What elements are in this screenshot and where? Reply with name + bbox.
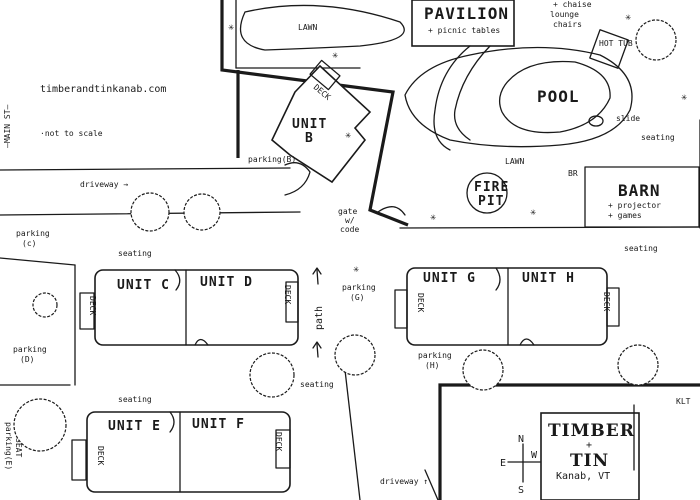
svg-text:✳: ✳ — [430, 212, 436, 223]
hot-tub-label-1: HOT TUB — [599, 39, 633, 48]
lawn-top-area — [239, 4, 405, 51]
unit-h-deck-label: DECK — [602, 292, 611, 311]
unit-e-label: UNIT E — [108, 419, 161, 434]
gate-label-2: w/ — [345, 216, 355, 225]
parking-g-label-2: (G) — [350, 293, 364, 302]
unit-c-deck-label: DECK — [88, 296, 97, 315]
gate-label-1: gate — [338, 207, 357, 216]
svg-text:✳: ✳ — [228, 22, 234, 33]
parking-e-label: parking(E) — [4, 422, 13, 470]
chaise-note-3: chairs — [553, 20, 582, 29]
pool-water — [498, 60, 611, 134]
seat-fragment: SEAT — [14, 438, 23, 457]
driveway-bottom-label: driveway ↑ — [380, 477, 428, 486]
compass-w: W — [531, 450, 538, 461]
unit-e-deck-label: DECK — [96, 446, 105, 465]
shrubs: ✳ ✳ ✳ ✳ ✳ ✳ ✳ ✳ — [228, 12, 687, 275]
seating-label-3: seating — [300, 380, 334, 389]
unit-g-deck — [394, 289, 408, 329]
compass-n: N — [518, 434, 524, 445]
unit-d-deck — [285, 281, 299, 323]
unit-d-label: UNIT D — [200, 275, 253, 290]
unit-h-deck — [606, 287, 620, 327]
barn-building — [584, 166, 700, 228]
parking-g-label-1: parking — [342, 283, 376, 292]
parking-b-label: parking(B) — [248, 155, 296, 164]
fire-pit — [466, 172, 508, 214]
scale-note: ·not to scale — [40, 129, 103, 138]
svg-text:✳: ✳ — [332, 50, 338, 61]
compass-rose: N S E W — [500, 434, 541, 496]
unit-d-deck-label: DECK — [283, 285, 292, 304]
svg-text:✳: ✳ — [681, 92, 687, 103]
compass-e: E — [500, 458, 506, 469]
seating-label-2: seating — [118, 395, 152, 404]
seating-label-1: seating — [118, 249, 152, 258]
unit-g-label: UNIT G — [423, 271, 476, 286]
parking-h-label-1: parking — [418, 351, 452, 360]
lawn-top-label: LAWN — [298, 23, 317, 32]
unit-c-deck — [79, 292, 95, 330]
fire-pit-label-2: PIT — [478, 194, 504, 209]
pavilion-building — [411, 0, 515, 47]
unit-e-deck — [71, 439, 87, 481]
unit-b-label-1: UNIT — [292, 117, 327, 132]
property-boundary — [220, 0, 700, 500]
pavilion-label: PAVILION — [424, 4, 509, 23]
parking-d-label-1: parking — [13, 345, 47, 354]
svg-text:✳: ✳ — [345, 130, 351, 141]
barn-note-2: + games — [608, 211, 642, 220]
unit-f-deck — [275, 429, 291, 469]
unit-c-label: UNIT C — [117, 278, 170, 293]
barn-abbr: BR — [568, 169, 578, 178]
hot-tub — [589, 29, 629, 69]
street-label: —MAIN ST— — [3, 104, 12, 148]
unit-g-deck-label: DECK — [416, 293, 425, 312]
pool-label: POOL — [537, 87, 580, 106]
brand-location: Kanab, VT — [556, 471, 610, 482]
chaise-note-1: + chaise — [553, 0, 592, 9]
pool-deck-outline — [404, 46, 633, 148]
fire-pit-label-1: FIRE — [474, 180, 509, 195]
gate-label-3: code — [340, 225, 359, 234]
lawn-mid-label: LAWN — [505, 157, 524, 166]
compass-s: S — [518, 485, 524, 496]
brand-title-plus: + — [586, 440, 592, 451]
chaise-note-2: lounge — [550, 10, 579, 19]
brand-title-line2: TIN — [570, 451, 609, 471]
unit-f-deck-label: DECK — [274, 432, 283, 451]
svg-text:✳: ✳ — [353, 264, 359, 275]
website-label: timberandtinkanab.com — [40, 84, 166, 95]
slide-label: slide — [616, 114, 640, 123]
path-label: path — [314, 306, 325, 330]
seating-label-4: seating — [624, 244, 658, 253]
trees — [13, 19, 677, 452]
barn-label: BARN — [618, 181, 661, 200]
unit-h-label: UNIT H — [522, 271, 575, 286]
unit-b-building — [271, 64, 372, 184]
parking-d-label-2: (D) — [20, 355, 34, 364]
driveway-top-label: driveway → — [80, 180, 128, 189]
signature: KLT — [676, 397, 691, 406]
svg-text:✳: ✳ — [625, 12, 631, 23]
unit-b-label-2: B — [305, 131, 314, 146]
svg-text:✳: ✳ — [530, 207, 536, 218]
parking-h-label-2: (H) — [425, 361, 439, 370]
seating-label-5: seating — [641, 133, 675, 142]
parking-c-label-2: (c) — [22, 239, 36, 248]
barn-note-1: + projector — [608, 201, 661, 210]
parking-c-label-1: parking — [16, 229, 50, 238]
road-lines — [0, 0, 700, 386]
unit-b-deck — [309, 59, 341, 91]
unit-f-label: UNIT F — [192, 417, 245, 432]
brand-box — [540, 412, 640, 500]
brand-title-line1: TIMBER — [548, 421, 635, 441]
pavilion-note: + picnic tables — [428, 26, 500, 35]
